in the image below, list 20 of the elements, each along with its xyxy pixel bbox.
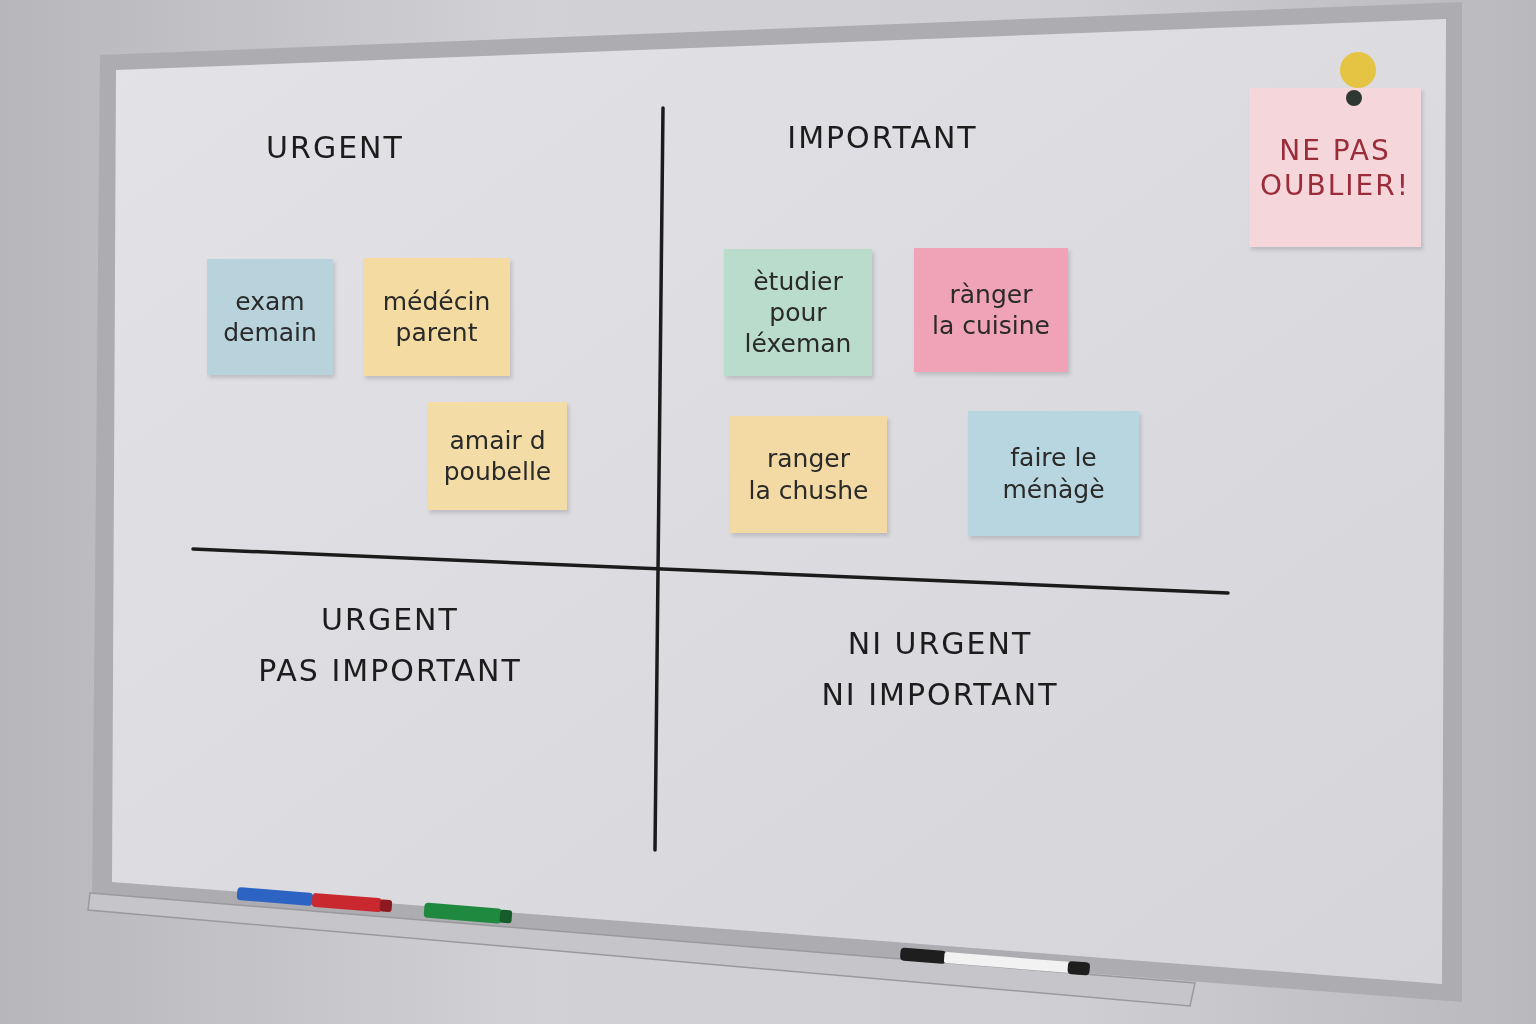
note-text: ranger la chushe	[748, 443, 869, 506]
note-text: exam demain	[223, 285, 317, 349]
note-text: ètudier pour léxeman	[744, 265, 852, 360]
quadrant-heading: NI URGENT NI IMPORTANT	[820, 625, 1060, 714]
note-text: faire le ménàgè	[1002, 442, 1105, 505]
note-text: NE PAS OUBLIER!	[1260, 132, 1410, 203]
sticky-note	[1249, 88, 1421, 247]
sticky-note	[914, 248, 1068, 372]
quadrant-heading: URGENT PAS IMPORTANT	[257, 601, 523, 690]
sticky-note	[724, 249, 872, 376]
quadrant-heading: IMPORTANT	[786, 119, 979, 157]
note-text: rànger la cuisine	[932, 278, 1050, 342]
note-text: amair d poubelle	[443, 424, 552, 488]
sticky-note	[363, 258, 510, 376]
sticky-note	[428, 402, 567, 510]
sticky-note	[207, 259, 333, 375]
sticky-note	[730, 416, 887, 533]
quadrant-heading: URGENT	[265, 129, 405, 167]
sticky-note	[968, 411, 1139, 536]
note-text: médécin parent	[382, 285, 491, 349]
